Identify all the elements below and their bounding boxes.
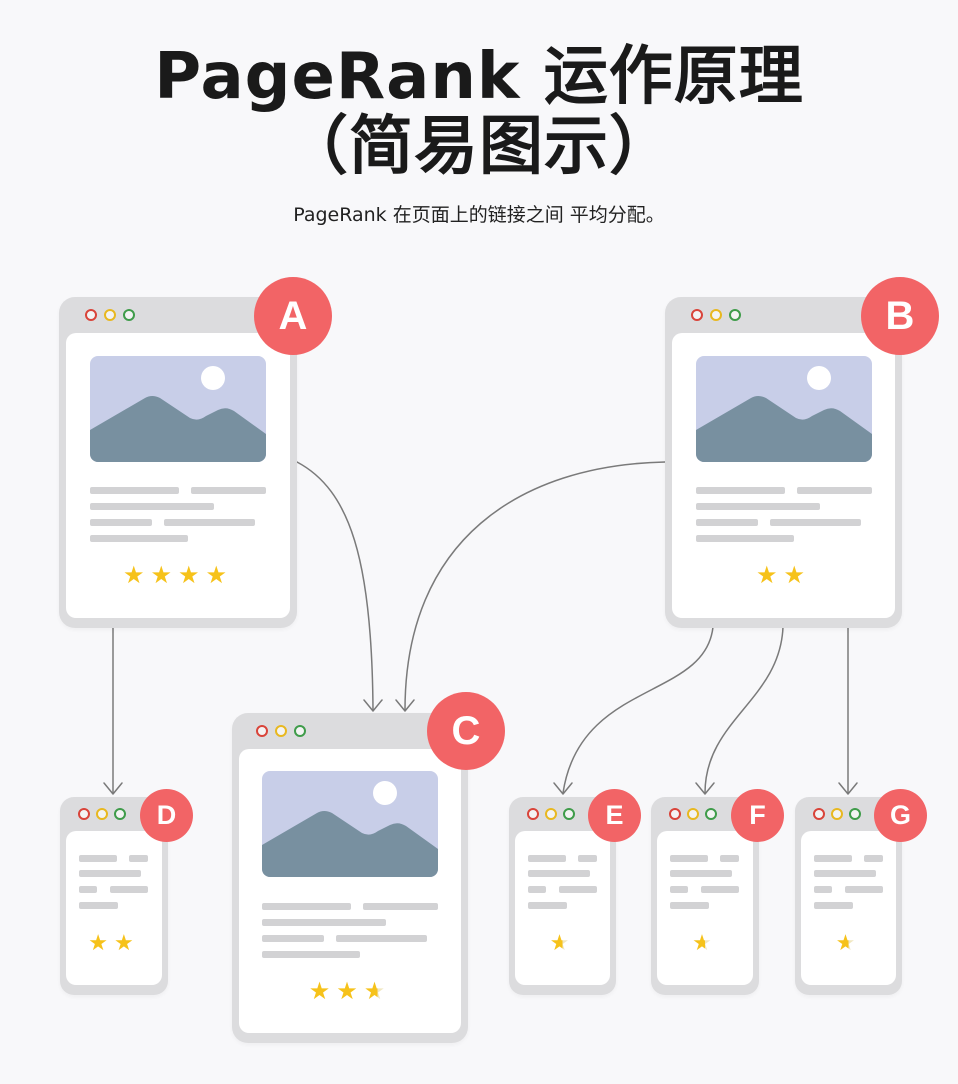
close-dot-icon xyxy=(85,309,97,321)
close-dot-icon xyxy=(691,309,703,321)
minimize-dot-icon xyxy=(96,808,108,820)
image-placeholder-icon xyxy=(696,356,872,462)
window-controls xyxy=(256,725,306,737)
rating-stars: ★★★ xyxy=(308,977,392,1005)
page-badge-g: G xyxy=(874,789,927,842)
half-star-icon: ★ xyxy=(692,931,718,956)
minimize-dot-icon xyxy=(275,725,287,737)
maximize-dot-icon xyxy=(563,808,575,820)
page-window-f: ★ xyxy=(651,797,759,995)
maximize-dot-icon xyxy=(705,808,717,820)
window-controls xyxy=(527,808,575,820)
close-dot-icon xyxy=(78,808,90,820)
page-window-e: ★ xyxy=(509,797,616,995)
window-controls xyxy=(813,808,861,820)
window-controls xyxy=(669,808,717,820)
page-title-line-1: PageRank 运作原理 xyxy=(154,40,804,114)
page-window-g: ★ xyxy=(795,797,902,995)
arrow-b-to-e xyxy=(562,626,714,794)
rating-stars: ★★★★ xyxy=(122,561,234,589)
minimize-dot-icon xyxy=(545,808,557,820)
close-dot-icon xyxy=(256,725,268,737)
page-window-c: ★★★ xyxy=(232,713,468,1043)
page-badge-c: C xyxy=(427,692,505,770)
maximize-dot-icon xyxy=(729,309,741,321)
page-badge-e: E xyxy=(588,789,641,842)
arrow-b-to-f xyxy=(704,626,784,794)
page-title-line-2: （简易图示） xyxy=(284,110,674,184)
minimize-dot-icon xyxy=(687,808,699,820)
maximize-dot-icon xyxy=(123,309,135,321)
arrow-b-to-c xyxy=(404,461,666,711)
close-dot-icon xyxy=(813,808,825,820)
rating-stars: ★★ xyxy=(755,561,812,589)
page-window-d: ★★ xyxy=(60,797,168,995)
minimize-dot-icon xyxy=(710,309,722,321)
minimize-dot-icon xyxy=(831,808,843,820)
rating-stars: ★ xyxy=(801,931,896,956)
page-window-a: ★★★★ xyxy=(59,297,297,628)
close-dot-icon xyxy=(527,808,539,820)
half-star-icon: ★ xyxy=(835,931,862,956)
rating-stars: ★★ xyxy=(88,931,140,956)
image-placeholder-icon xyxy=(262,771,438,877)
window-controls xyxy=(85,309,135,321)
rating-stars: ★ xyxy=(515,931,610,956)
maximize-dot-icon xyxy=(294,725,306,737)
subtitle: PageRank 在页面上的链接之间 平均分配。 xyxy=(293,204,665,226)
half-star-icon: ★ xyxy=(363,977,392,1005)
window-controls xyxy=(78,808,126,820)
half-star-icon: ★ xyxy=(549,931,576,956)
maximize-dot-icon xyxy=(849,808,861,820)
page-badge-a: A xyxy=(254,277,332,355)
page-badge-b: B xyxy=(861,277,939,355)
rating-stars: ★ xyxy=(657,931,753,956)
page-badge-f: F xyxy=(731,789,784,842)
image-placeholder-icon xyxy=(90,356,266,462)
page-badge-d: D xyxy=(140,789,193,842)
page-window-b: ★★ xyxy=(665,297,902,628)
arrow-a-to-c xyxy=(296,461,374,711)
window-controls xyxy=(691,309,741,321)
close-dot-icon xyxy=(669,808,681,820)
maximize-dot-icon xyxy=(114,808,126,820)
minimize-dot-icon xyxy=(104,309,116,321)
